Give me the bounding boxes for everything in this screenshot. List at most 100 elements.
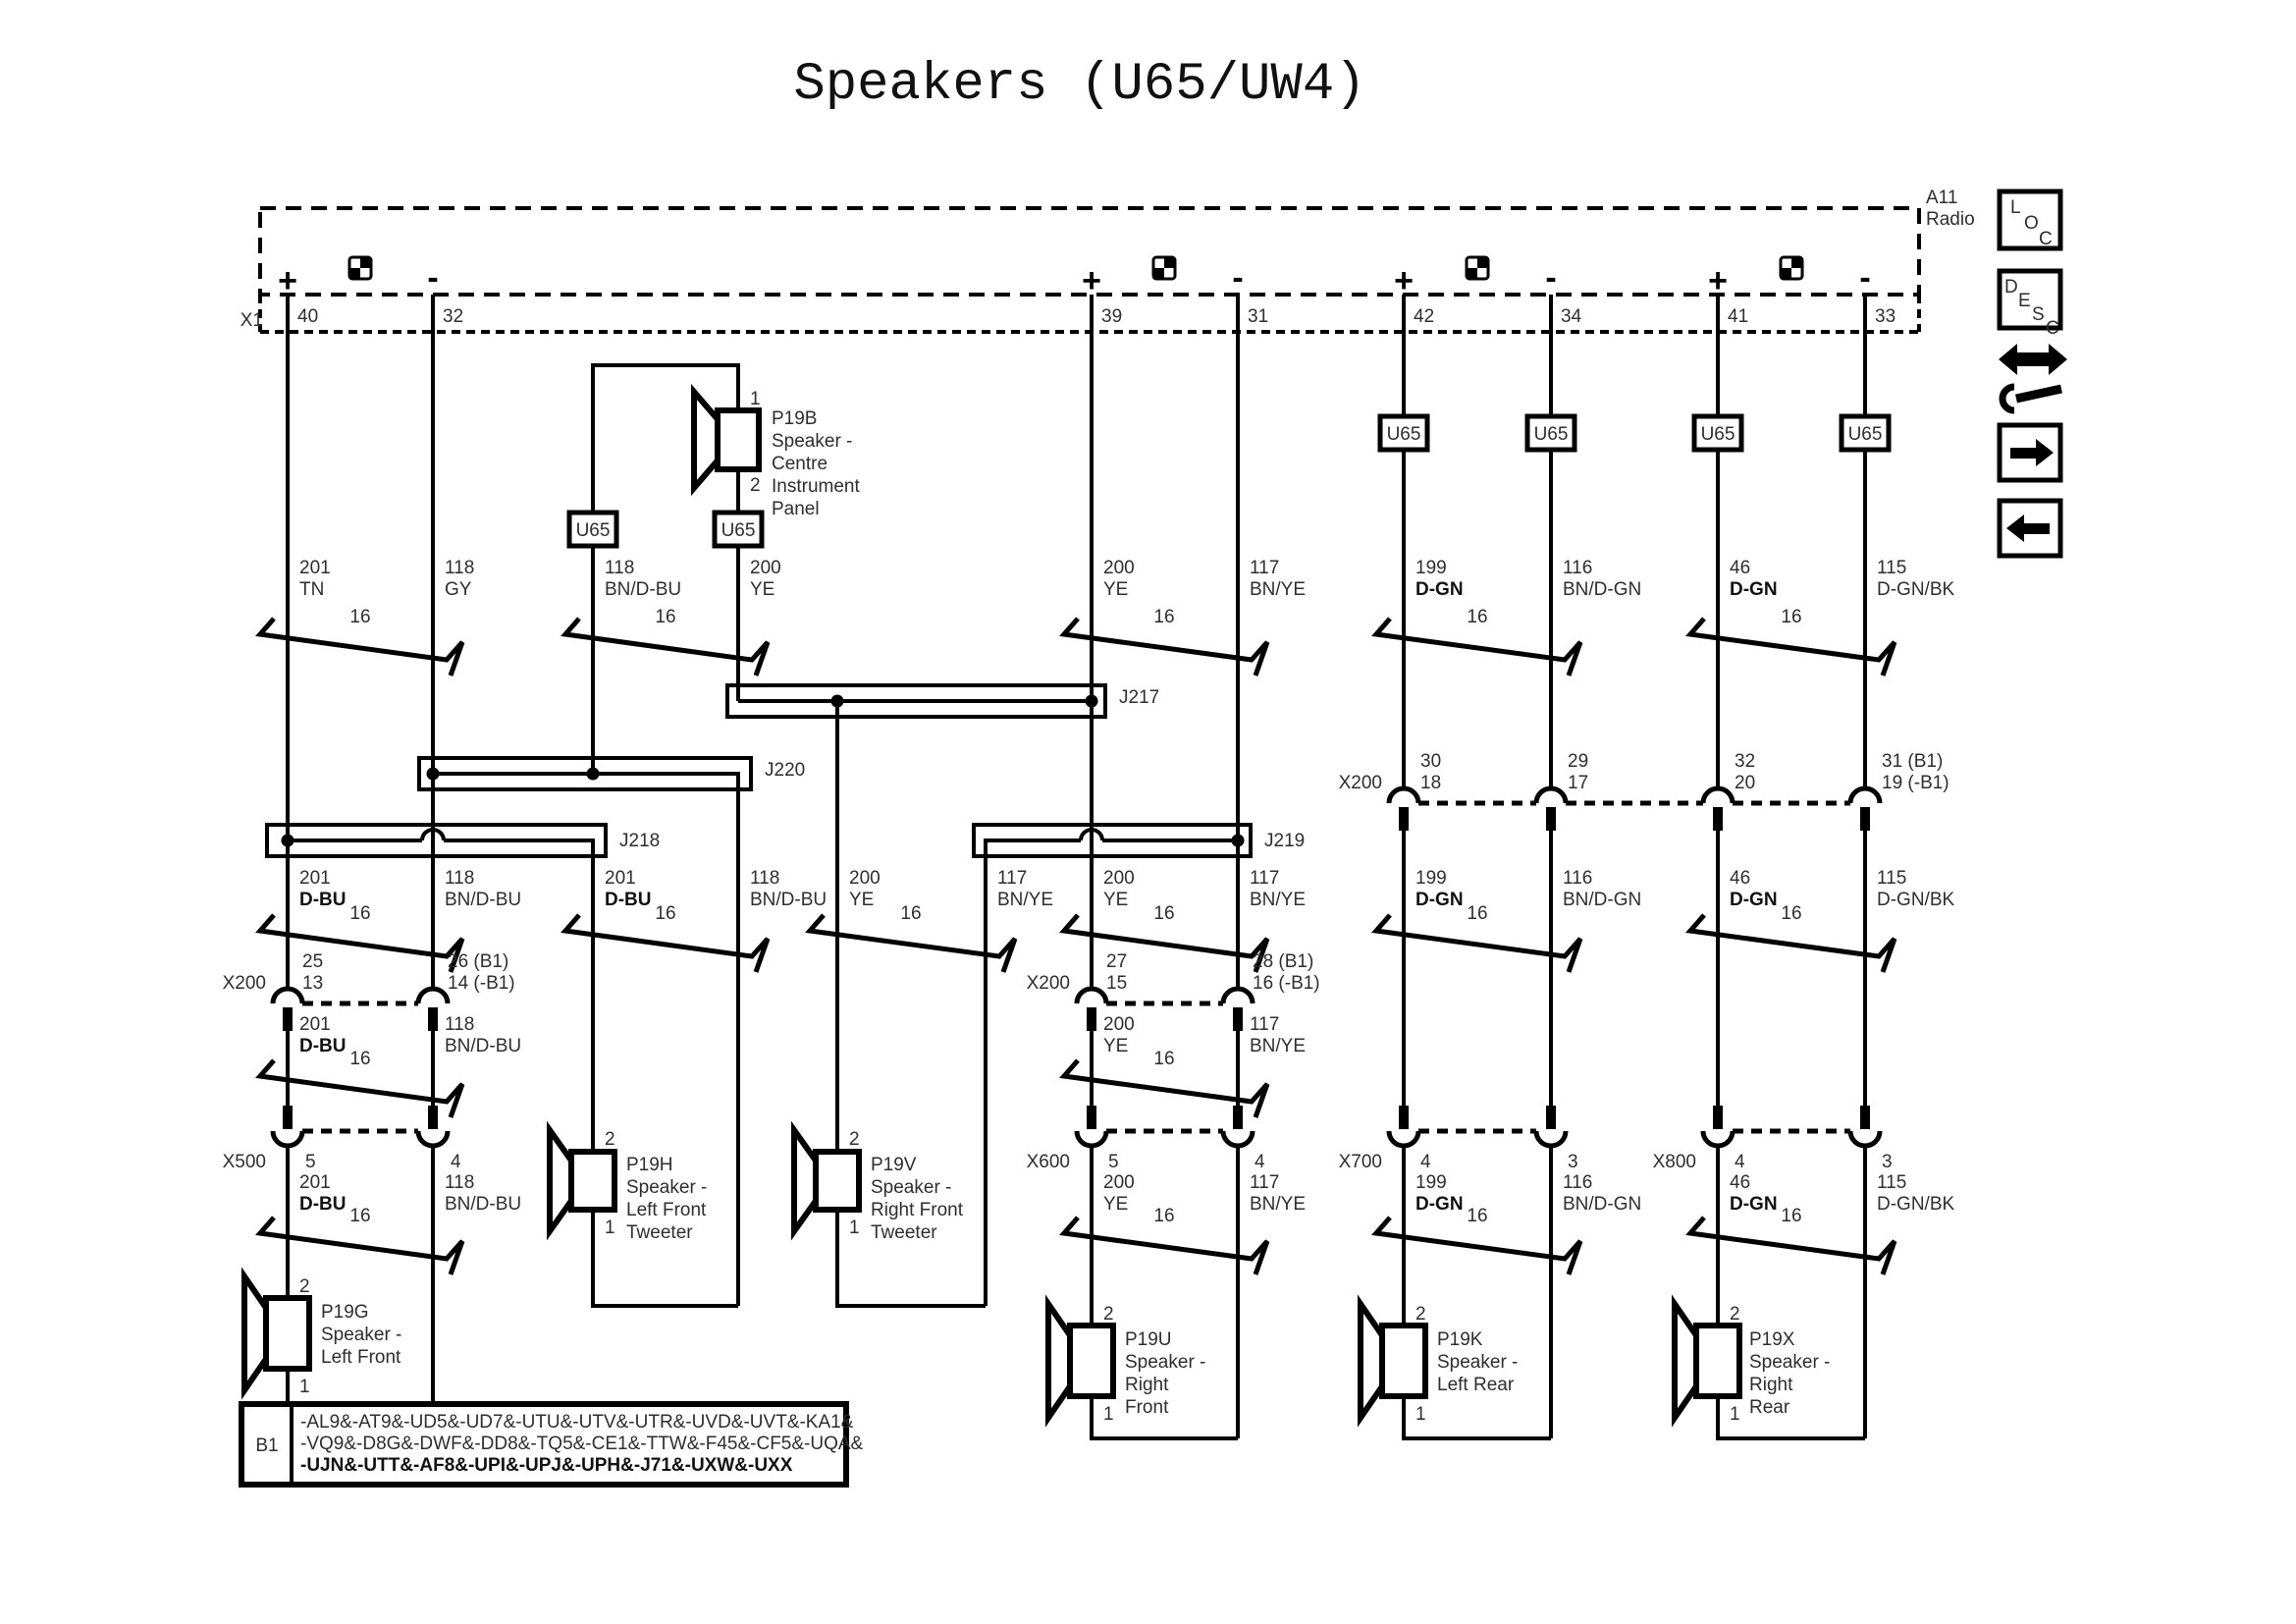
connector-pin: 19 (-B1) <box>1882 773 1949 793</box>
circuit-number: 199 <box>1415 558 1447 578</box>
speaker-desc: Speaker - <box>626 1177 707 1198</box>
speaker-desc: Left Front <box>321 1347 401 1368</box>
wire-gauge: 16 <box>349 1206 370 1226</box>
radio-box <box>258 206 1921 297</box>
speaker-desc: Instrument <box>772 476 860 497</box>
sidebar-prev-button[interactable] <box>1997 498 2063 559</box>
connector-pin: 15 <box>1106 973 1127 994</box>
circuit-number: 116 <box>1563 868 1592 889</box>
option-label: U65 <box>1534 424 1569 445</box>
speaker-p19h: 2 1 P19H Speaker - Left Front Tweeter <box>547 1120 707 1243</box>
circuit-number: 116 <box>1563 1172 1592 1193</box>
speaker-desc: Left Front <box>626 1200 707 1220</box>
plus-symbol: + <box>1394 262 1414 299</box>
circuit-number: 201 <box>299 1014 331 1035</box>
sidebar-trace-wrench-icon[interactable] <box>1999 344 2067 414</box>
circuit-number: 46 <box>1730 558 1750 578</box>
connector-pin: 4 <box>451 1152 461 1172</box>
desc-letter: C <box>2046 318 2059 339</box>
circuit-number: 46 <box>1730 868 1750 889</box>
wire-color: D-GN <box>1415 579 1464 600</box>
wire-color: BN/YE <box>1250 1194 1306 1215</box>
wire-color: D-GN/BK <box>1877 1194 1955 1215</box>
minus-symbol: - <box>1545 259 1556 297</box>
junction-label: J219 <box>1264 831 1305 851</box>
harness-wires <box>286 295 1867 1440</box>
connector-pin: 28 (B1) <box>1253 951 1313 972</box>
footnote-box <box>239 1401 849 1488</box>
speaker-magnet <box>1379 1323 1428 1399</box>
speaker-pin: 1 <box>299 1377 310 1397</box>
connector-label: X200 <box>1339 773 1382 793</box>
loc-letter: O <box>2024 213 2039 234</box>
circuit-number: 118 <box>445 1172 474 1193</box>
speaker-pin: 2 <box>605 1129 615 1150</box>
wire-color: D-BU <box>299 1036 347 1056</box>
circuit-number: 117 <box>1250 1172 1279 1193</box>
speaker-p19k: 2 1 P19K Speaker - Left Rear <box>1358 1294 1518 1428</box>
wire-gauge: 16 <box>1467 1206 1487 1226</box>
speaker-magnet <box>813 1149 862 1213</box>
speaker-ref: P19K <box>1437 1329 1483 1350</box>
circuit-number: 201 <box>605 868 636 889</box>
sidebar-next-button[interactable] <box>1997 422 2063 483</box>
sidebar-desc-button[interactable]: D E S C <box>1997 268 2063 339</box>
connector-pin: 29 <box>1568 751 1588 772</box>
circuit-number: 200 <box>750 558 781 578</box>
circuit-number: 199 <box>1415 1172 1447 1193</box>
plus-symbol: + <box>278 262 297 299</box>
option-box-u65: U65 <box>566 510 619 549</box>
speaker-magnet <box>1693 1323 1742 1399</box>
wire-color: BN/D-BU <box>445 890 521 910</box>
x1-pin: 39 <box>1101 306 1122 327</box>
speaker-pin: 1 <box>1415 1404 1426 1425</box>
loc-letter: C <box>2039 229 2053 249</box>
speaker-pin: 2 <box>1103 1304 1114 1325</box>
wire-gauge: 16 <box>1153 1049 1174 1069</box>
circuit-number: 117 <box>1250 558 1279 578</box>
connector-x200-mid: X200 27 15 28 (B1) 16 (-B1) <box>1027 951 1320 994</box>
speaker-pin: 1 <box>849 1218 860 1238</box>
speaker-channel-icon <box>347 255 373 281</box>
wire-color: D-GN <box>1415 1194 1464 1215</box>
circuit-number: 200 <box>849 868 881 889</box>
speaker-pin: 2 <box>1415 1304 1426 1325</box>
wire-color: YE <box>1103 579 1128 600</box>
circuit-number: 201 <box>299 1172 331 1193</box>
x1-pin: 41 <box>1728 306 1748 327</box>
wire-color: D-BU <box>299 890 347 910</box>
wire-gauge: 16 <box>349 903 370 924</box>
circuit-number: 118 <box>445 868 474 889</box>
junction-j218: J218 <box>265 823 660 1152</box>
junction-j217: J217 <box>725 683 1159 719</box>
circuit-number: 115 <box>1877 868 1906 889</box>
speaker-channel-icon <box>1465 255 1490 281</box>
wire-color: D-GN <box>1730 1194 1778 1215</box>
option-label: U65 <box>1848 424 1883 445</box>
speaker-pin: 1 <box>1730 1404 1740 1425</box>
option-label: U65 <box>576 520 611 541</box>
speaker-channel-icon <box>1151 255 1177 281</box>
connector-pin: 14 (-B1) <box>448 973 515 994</box>
x1-pin: 31 <box>1248 306 1268 327</box>
speaker-p19b: 1 2 P19B Speaker - Centre Instrument Pan… <box>691 383 860 519</box>
connector-pin: 17 <box>1568 773 1588 793</box>
wire-gauge: 16 <box>900 903 921 924</box>
speaker-ref: P19V <box>871 1155 917 1175</box>
sidebar-loc-button[interactable]: L O C <box>1997 189 2063 251</box>
wire-color: BN/D-GN <box>1563 579 1641 600</box>
connector-label: X800 <box>1653 1152 1696 1172</box>
speaker-desc: Right <box>1125 1375 1169 1395</box>
connector-pin: 5 <box>1108 1152 1119 1172</box>
plus-symbol: + <box>1082 262 1101 299</box>
wire-color: D-BU <box>605 890 652 910</box>
speaker-horn-icon <box>691 383 721 497</box>
minus-symbol: - <box>1232 259 1243 297</box>
option-box-u65: U65 <box>1377 413 1430 453</box>
circuit-number: 201 <box>299 868 331 889</box>
circuit-number: 200 <box>1103 558 1135 578</box>
wire-color: TN <box>299 579 324 600</box>
connector-pin: 18 <box>1420 773 1441 793</box>
